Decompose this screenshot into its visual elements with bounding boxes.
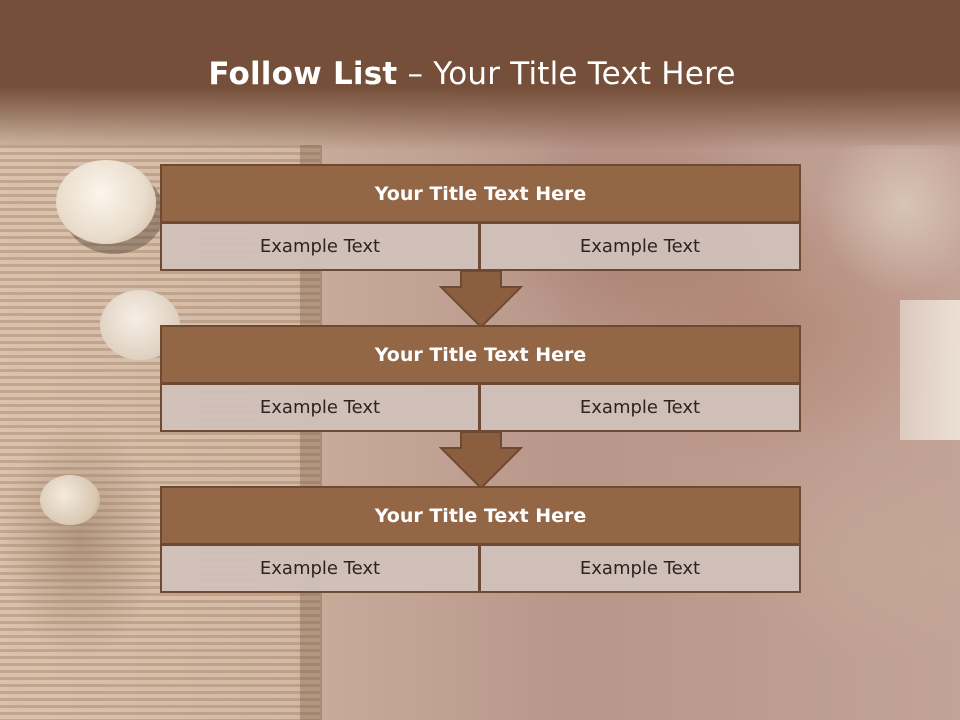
block-cell-right: Example Text xyxy=(479,383,801,432)
block-1: Your Title Text Here Example Text Exampl… xyxy=(160,164,801,271)
slide-title-rest: – Your Title Text Here xyxy=(397,56,736,92)
candle-large xyxy=(56,160,156,244)
shell xyxy=(40,475,100,525)
down-arrow-icon xyxy=(439,271,523,329)
block-cell-left: Example Text xyxy=(160,222,480,271)
block-3: Your Title Text Here Example Text Exampl… xyxy=(160,486,801,593)
slide-title: Follow List – Your Title Text Here xyxy=(0,56,944,92)
block-row: Example Text Example Text xyxy=(160,383,801,432)
block-cell-right: Example Text xyxy=(479,222,801,271)
block-cell-right: Example Text xyxy=(479,544,801,593)
block-row: Example Text Example Text xyxy=(160,222,801,271)
block-cell-left: Example Text xyxy=(160,383,480,432)
down-arrow-icon xyxy=(439,432,523,490)
header-band xyxy=(0,0,960,150)
block-cell-left: Example Text xyxy=(160,544,480,593)
towel xyxy=(820,145,960,295)
slide-title-bold: Follow List xyxy=(208,56,398,92)
block-title: Your Title Text Here xyxy=(160,325,801,384)
block-row: Example Text Example Text xyxy=(160,544,801,593)
sleeve xyxy=(900,300,960,440)
decorative-flowers xyxy=(0,420,160,660)
block-title: Your Title Text Here xyxy=(160,164,801,223)
block-2: Your Title Text Here Example Text Exampl… xyxy=(160,325,801,432)
block-title: Your Title Text Here xyxy=(160,486,801,545)
